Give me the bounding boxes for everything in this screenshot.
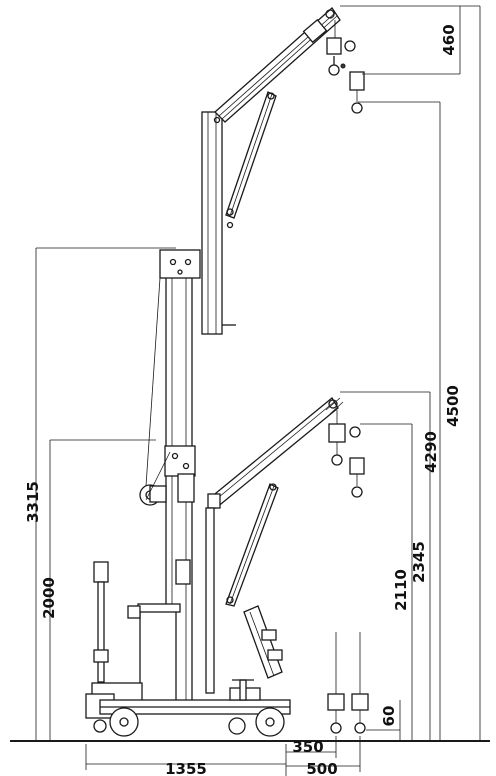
wheels bbox=[93, 707, 285, 737]
lower-hook-1 bbox=[328, 410, 361, 466]
lower-boom bbox=[205, 397, 344, 694]
chassis bbox=[85, 603, 291, 719]
dim-label-4290: 4290 bbox=[422, 431, 440, 473]
upper-hook-1 bbox=[326, 20, 356, 76]
dim-label-60: 60 bbox=[380, 706, 398, 727]
floor-hooks bbox=[327, 632, 369, 734]
upper-cable bbox=[145, 277, 161, 487]
handle bbox=[93, 561, 109, 683]
upper-hook-2 bbox=[349, 71, 365, 114]
lower-cable bbox=[145, 451, 171, 501]
dim-label-1355: 1355 bbox=[165, 760, 207, 776]
dim-label-4500: 4500 bbox=[444, 385, 462, 427]
dim-label-2345: 2345 bbox=[410, 541, 428, 583]
upper-column bbox=[201, 111, 236, 335]
dim-label-2000: 2000 bbox=[40, 577, 58, 619]
dim-label-3315: 3315 bbox=[24, 481, 42, 523]
dim-label-500: 500 bbox=[306, 760, 337, 776]
folded-boom bbox=[243, 605, 283, 679]
dim-label-350: 350 bbox=[292, 738, 323, 756]
upper-boom bbox=[214, 7, 341, 229]
dim-label-460: 460 bbox=[440, 24, 458, 55]
dim-label-2110: 2110 bbox=[392, 569, 410, 611]
extension-lines bbox=[36, 5, 480, 731]
lower-hook-2 bbox=[349, 457, 365, 498]
